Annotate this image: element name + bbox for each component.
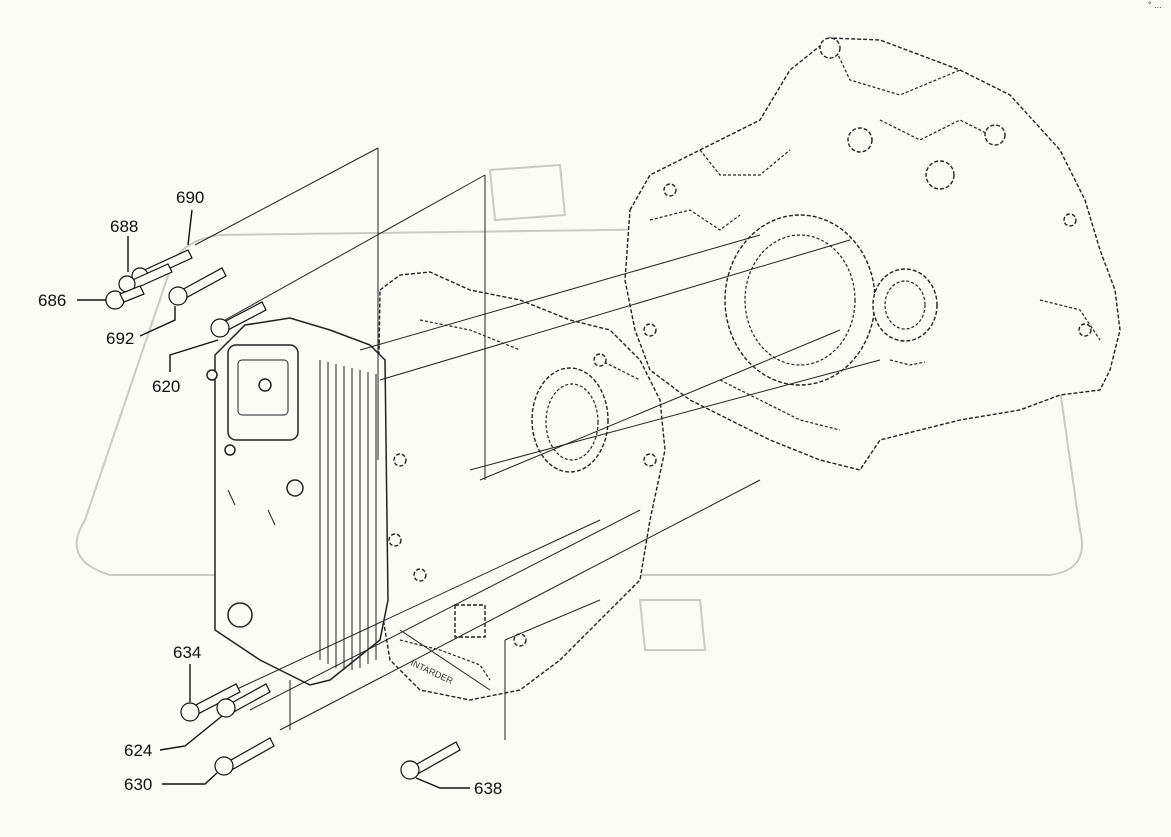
callout-leaders [77, 209, 470, 789]
bolt-638 [400, 741, 461, 780]
watermark-logo [75, 163, 1083, 651]
callout-686: 686 [38, 291, 66, 310]
corner-mark: ° ... [1148, 0, 1162, 10]
oil-cooler [206, 317, 389, 686]
bolt-634 [180, 683, 241, 722]
callout-690: 690 [176, 188, 204, 207]
bolt-630 [214, 737, 275, 776]
callout-624: 624 [124, 741, 152, 760]
intermediate-housing: INTARDER [374, 271, 666, 701]
callout-630: 630 [124, 775, 152, 794]
main-gearbox-housing [624, 37, 1121, 471]
bolt-624 [216, 683, 271, 718]
assembly-guide-lines [194, 147, 881, 740]
cooler-fins [319, 360, 377, 670]
bolt-688 [118, 263, 173, 293]
callout-692: 692 [106, 329, 134, 348]
callout-620: 620 [152, 377, 180, 396]
callout-labels: 690 688 686 692 620 634 624 630 638 [38, 188, 502, 798]
bolt-620 [210, 301, 267, 338]
callout-638: 638 [474, 779, 502, 798]
bolt-692 [168, 267, 227, 306]
callout-634: 634 [173, 643, 201, 662]
callout-688: 688 [110, 217, 138, 236]
